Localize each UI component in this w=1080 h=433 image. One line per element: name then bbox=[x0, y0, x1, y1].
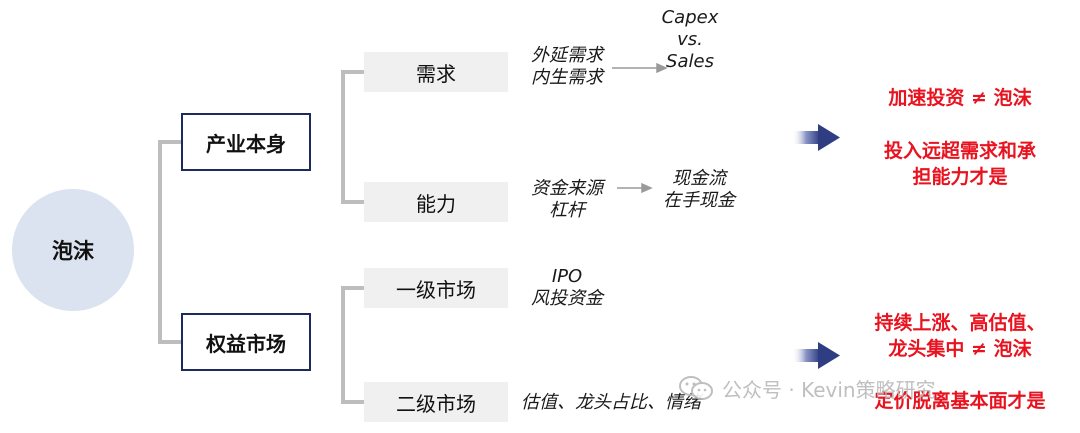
root-bracket bbox=[158, 140, 181, 344]
note-primary-line2: 风投资金 bbox=[531, 288, 603, 309]
conclusion-industry-line3: 担能力才是 bbox=[912, 166, 1008, 188]
note-primary-market: IPO 风投资金 bbox=[522, 266, 612, 310]
node-primary-market-label: 一级市场 bbox=[396, 277, 476, 302]
node-demand: 需求 bbox=[364, 52, 508, 92]
note-ability-line1: 资金来源 bbox=[531, 178, 603, 199]
conclusion-market-body: 定价脱离基本面才是 bbox=[855, 388, 1065, 414]
node-primary-market: 一级市场 bbox=[364, 268, 508, 308]
node-ability: 能力 bbox=[364, 182, 508, 222]
note-primary-line1: IPO bbox=[551, 266, 583, 287]
note-demand-line1: 外延需求 bbox=[531, 45, 603, 66]
note-demand-line2: 内生需求 bbox=[531, 67, 603, 88]
note-ability-result: 现金流 在手现金 bbox=[654, 168, 744, 212]
conclusion-market-line2: 龙头集中 ≠ 泡沫 bbox=[888, 338, 1032, 360]
note-ability-result-line2: 在手现金 bbox=[663, 190, 735, 211]
market-conclusion-arrow bbox=[792, 342, 840, 369]
conclusion-market-line1: 持续上涨、高估值、 bbox=[874, 312, 1046, 334]
node-secondary-market: 二级市场 bbox=[364, 382, 508, 422]
market-bracket bbox=[341, 286, 364, 404]
conclusion-industry-title: 加速投资 ≠ 泡沫 bbox=[860, 85, 1060, 111]
note-demand-result: Capex vs. Sales bbox=[650, 7, 730, 73]
node-ability-label: 能力 bbox=[416, 191, 456, 216]
industry-bracket bbox=[341, 70, 364, 204]
conclusion-market-title: 持续上涨、高估值、 龙头集中 ≠ 泡沫 bbox=[855, 310, 1065, 362]
ability-arrow bbox=[617, 182, 653, 194]
node-equity-market: 权益市场 bbox=[181, 313, 311, 371]
note-secondary-market: 估值、龙头占比、情绪 bbox=[521, 392, 701, 414]
note-ability-line2: 杠杆 bbox=[549, 200, 585, 221]
note-ability-result-line1: 现金流 bbox=[672, 168, 726, 189]
wechat-icon bbox=[679, 376, 713, 400]
conclusion-industry-line1: 加速投资 ≠ 泡沫 bbox=[888, 87, 1032, 109]
node-secondary-market-label: 二级市场 bbox=[396, 391, 476, 416]
note-demand-result-line3: Sales bbox=[666, 51, 714, 72]
note-demand-result-line2: vs. bbox=[677, 29, 703, 50]
node-equity-market-label: 权益市场 bbox=[206, 331, 286, 356]
conclusion-market-line3: 定价脱离基本面才是 bbox=[874, 390, 1046, 412]
watermark: 公众号 · Kevin策略研究 bbox=[678, 372, 936, 404]
note-ability: 资金来源 杠杆 bbox=[522, 178, 612, 222]
root-node-label: 泡沫 bbox=[52, 239, 94, 263]
note-demand-result-line1: Capex bbox=[661, 7, 719, 28]
conclusion-industry-line2: 投入远超需求和承 bbox=[883, 140, 1036, 162]
demand-arrow bbox=[612, 62, 668, 74]
root-node-bubble: 泡沫 bbox=[12, 189, 134, 311]
note-secondary-text: 估值、龙头占比、情绪 bbox=[521, 392, 701, 413]
node-industry-label: 产业本身 bbox=[206, 131, 286, 156]
note-demand: 外延需求 内生需求 bbox=[522, 45, 612, 89]
industry-conclusion-arrow bbox=[792, 124, 840, 151]
node-demand-label: 需求 bbox=[416, 61, 456, 86]
node-industry: 产业本身 bbox=[181, 113, 311, 171]
conclusion-industry-body: 投入远超需求和承 担能力才是 bbox=[860, 138, 1060, 190]
watermark-text: 公众号 · Kevin策略研究 bbox=[722, 377, 936, 402]
